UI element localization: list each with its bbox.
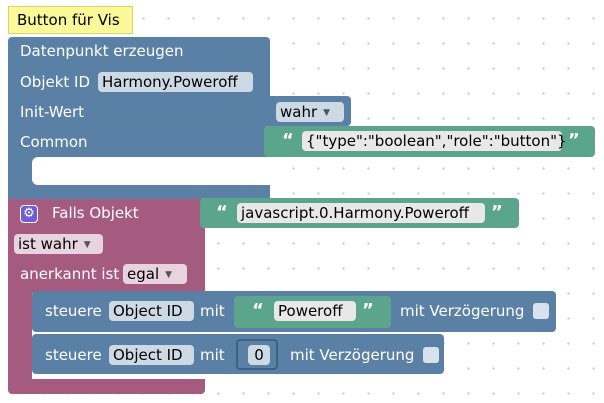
- quote-close-icon: ”: [568, 130, 580, 151]
- quote-close-icon: ”: [362, 300, 374, 321]
- event-block-left: [8, 293, 32, 381]
- init-value-label: Init-Wert: [20, 103, 85, 121]
- quote-open-icon: “: [282, 130, 294, 151]
- create-state-bottom: [8, 185, 270, 200]
- gear-icon[interactable]: ⚙: [20, 205, 38, 223]
- quote-close-icon: ”: [491, 202, 503, 223]
- event-object-field[interactable]: javascript.0.Harmony.Poweroff: [237, 203, 485, 223]
- ack-dropdown[interactable]: egal ▼: [123, 264, 187, 284]
- control-2-number-field[interactable]: 0: [248, 345, 270, 365]
- block-comment[interactable]: Button für Vis: [8, 6, 133, 34]
- object-id-field[interactable]: Harmony.Poweroff: [98, 72, 253, 92]
- common-text-field[interactable]: {"type":"boolean","role":"button"}: [302, 131, 567, 151]
- comment-text: Button für Vis: [17, 11, 120, 29]
- chevron-down-icon: ▼: [323, 108, 331, 118]
- object-id-label: Objekt ID: [20, 73, 91, 91]
- control-1-object-field[interactable]: Object ID: [109, 301, 194, 321]
- common-label: Common: [20, 133, 88, 151]
- boolean-dropdown[interactable]: wahr ▼: [276, 102, 344, 122]
- control-1-value-field[interactable]: Poweroff: [274, 301, 356, 321]
- control-2-delay-label: mit Verzögerung: [290, 346, 415, 364]
- control-2-label: steuere: [45, 346, 102, 364]
- control-1-delay-label: mit Verzögerung: [400, 302, 525, 320]
- control-2-delay-checkbox[interactable]: [423, 347, 439, 363]
- event-block-bottom: [8, 379, 205, 394]
- condition-value: ist wahr: [18, 235, 78, 253]
- control-2-object-field[interactable]: Object ID: [109, 345, 194, 365]
- chevron-down-icon: ▼: [165, 270, 173, 280]
- condition-dropdown[interactable]: ist wahr ▼: [14, 234, 103, 254]
- event-title: Falls Objekt: [52, 204, 139, 222]
- control-2-with-label: mit: [200, 346, 225, 364]
- ack-label: anerkannt ist: [20, 265, 120, 283]
- create-state-title: Datenpunkt erzeugen: [20, 42, 184, 60]
- boolean-value: wahr: [280, 103, 318, 121]
- control-1-delay-checkbox[interactable]: [533, 303, 549, 319]
- ack-value: egal: [127, 265, 160, 283]
- create-state-slot: [32, 157, 270, 185]
- chevron-down-icon: ▼: [83, 240, 91, 250]
- control-1-with-label: mit: [200, 302, 225, 320]
- quote-open-icon: “: [216, 202, 228, 223]
- quote-open-icon: “: [252, 300, 264, 321]
- control-1-label: steuere: [45, 302, 102, 320]
